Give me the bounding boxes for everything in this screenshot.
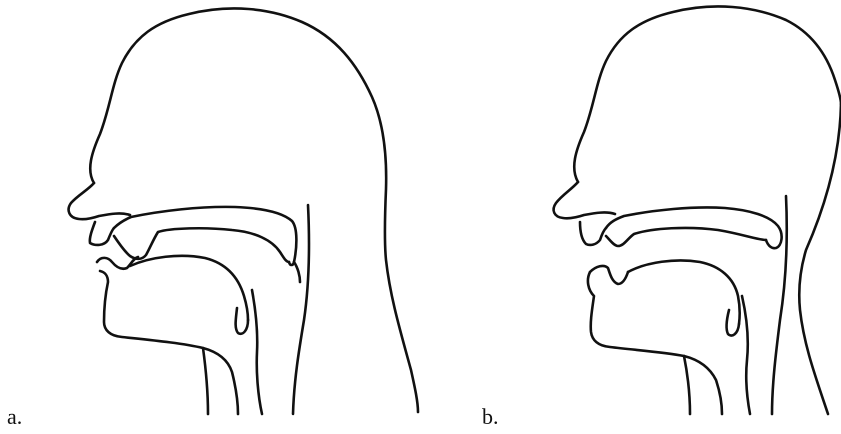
head-outline bbox=[574, 6, 841, 182]
pharynx-wall-front bbox=[252, 290, 262, 414]
epiglottis bbox=[726, 310, 739, 336]
lower-lip bbox=[590, 266, 628, 284]
lower-lip bbox=[97, 257, 138, 269]
upper-lip bbox=[580, 222, 606, 245]
panel-b: b. bbox=[420, 0, 841, 434]
jaw-front bbox=[588, 272, 722, 414]
head-outline bbox=[90, 8, 418, 412]
neck-front bbox=[684, 356, 690, 414]
palate-roof bbox=[114, 207, 296, 265]
panel-a: a. bbox=[0, 0, 420, 434]
pharynx-wall-front bbox=[742, 296, 750, 414]
head-back bbox=[799, 104, 841, 414]
tongue-surface bbox=[628, 260, 740, 324]
palate-underside bbox=[606, 228, 766, 246]
jaw-front bbox=[100, 271, 238, 414]
vocal-tract-diagram-b bbox=[420, 0, 841, 434]
panel-label-a: a. bbox=[7, 406, 22, 428]
epiglottis bbox=[236, 308, 248, 334]
panel-label-b: b. bbox=[482, 406, 499, 428]
upper-lip bbox=[90, 222, 114, 245]
vocal-tract-diagram-a bbox=[0, 0, 420, 434]
neck-front bbox=[203, 348, 208, 414]
velum bbox=[294, 262, 300, 282]
nose-outline bbox=[69, 183, 130, 219]
nose-outline bbox=[554, 182, 615, 218]
tongue-surface bbox=[130, 256, 248, 320]
